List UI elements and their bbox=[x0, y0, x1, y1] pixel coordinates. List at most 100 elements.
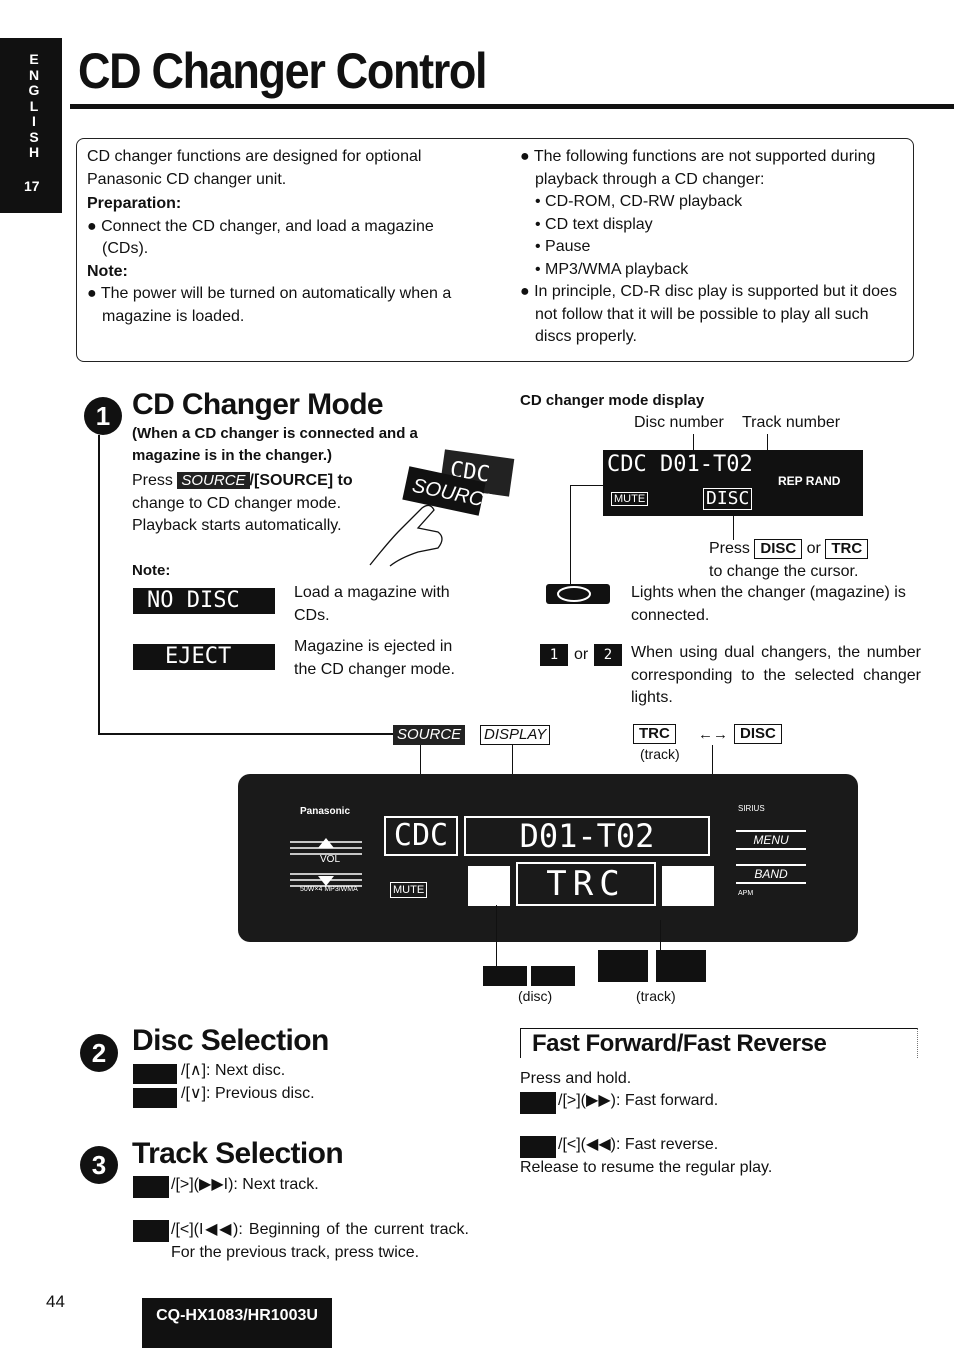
band-button[interactable]: BAND bbox=[736, 864, 806, 884]
section-subtitle: (When a CD changer is connected and a ma… bbox=[132, 425, 418, 464]
note-heading: Note: bbox=[87, 262, 128, 280]
unsupported-item: • MP3/WMA playback bbox=[535, 260, 689, 278]
lcd-cdc-segment: CDC bbox=[384, 816, 458, 856]
section1-body: Press SOURCE/[SOURCE] to change to CD ch… bbox=[132, 472, 353, 534]
unsupported-item: • CD-ROM, CD-RW playback bbox=[535, 193, 743, 210]
step-1-badge: 1 bbox=[84, 397, 122, 435]
connector-line bbox=[98, 733, 398, 735]
fast-forward-text: /[>](▶▶): Fast forward. bbox=[558, 1092, 719, 1109]
disc-up-button[interactable] bbox=[468, 866, 510, 906]
release-text: Release to resume the regular play. bbox=[520, 1159, 773, 1176]
section-title: CD Changer Mode bbox=[132, 388, 384, 421]
track-back-icon bbox=[598, 950, 648, 982]
no-disc-display: NO DISC bbox=[133, 588, 275, 614]
toggle-arrow: ←→ bbox=[698, 726, 728, 743]
menu-button[interactable]: MENU bbox=[736, 830, 806, 850]
ffr-title: Fast Forward/Fast Reverse bbox=[532, 1030, 827, 1057]
track-back-icon bbox=[520, 1136, 556, 1158]
source-key: SOURCE bbox=[177, 472, 250, 489]
prev-disc-text: /[∨]: Previous disc. bbox=[181, 1085, 315, 1102]
disc-cursor: DISC bbox=[703, 488, 753, 510]
disc-up-icon bbox=[133, 1064, 177, 1084]
volume-buttons[interactable] bbox=[290, 834, 362, 894]
info-left: CD changer functions are designed for op… bbox=[87, 146, 471, 328]
vol-label: VOL bbox=[320, 854, 341, 865]
disc-up-icon bbox=[531, 966, 575, 986]
note-item: ● The power will be turned on automatica… bbox=[87, 285, 452, 325]
apm-label: APM bbox=[738, 890, 754, 897]
step-2-badge: 2 bbox=[80, 1034, 118, 1072]
info-box bbox=[76, 138, 914, 362]
disc-button[interactable]: DISC bbox=[734, 724, 782, 744]
pointer-line bbox=[693, 434, 694, 454]
mute-indicator: MUTE bbox=[611, 492, 649, 506]
dual-changer-text: When using dual changers, the number cor… bbox=[631, 644, 921, 706]
disc-down-button[interactable] bbox=[662, 866, 714, 906]
mode-lcd-panel: CDC D01-T02 REP RAND MUTE DISC bbox=[603, 450, 863, 516]
display-button[interactable]: DISPLAY bbox=[480, 725, 551, 745]
pointer-line bbox=[570, 485, 604, 486]
lcd-main-text: CDC D01-T02 bbox=[607, 452, 753, 477]
hand-press-illustration: CDC SOURCE bbox=[369, 449, 515, 567]
next-track-text: /[>](▶▶I): Next track. bbox=[171, 1176, 319, 1193]
brand-logo: Panasonic bbox=[300, 806, 351, 817]
source-button[interactable]: SOURCE bbox=[393, 725, 466, 745]
pointer-line bbox=[733, 516, 734, 540]
disc-down-icon bbox=[483, 966, 527, 986]
unsupported-item: • Pause bbox=[535, 238, 591, 255]
preparation-heading: Preparation: bbox=[87, 195, 182, 212]
title-rule bbox=[70, 104, 954, 109]
ffr-header-frame bbox=[520, 1028, 918, 1058]
track-forward-icon bbox=[520, 1092, 556, 1114]
section-number: 17 bbox=[24, 178, 40, 194]
disc-key: DISC bbox=[754, 539, 803, 559]
disc-down-icon bbox=[133, 1088, 177, 1108]
press-hold-text: Press and hold. bbox=[520, 1070, 632, 1087]
connector-line bbox=[98, 435, 100, 735]
prev-track-text: /[<](I◀◀): Beginning of the current trac… bbox=[171, 1221, 469, 1261]
eject-display: EJECT bbox=[133, 644, 275, 670]
model-number: CQ-HX1083/HR1003U bbox=[142, 1298, 332, 1348]
lcd-trc-segment: TRC bbox=[516, 862, 656, 906]
or-text: or bbox=[574, 646, 589, 663]
info-right: ● The following functions are not suppor… bbox=[520, 146, 904, 349]
mode-display-heading: CD changer mode display bbox=[520, 392, 705, 409]
intro-text: CD changer functions are designed for op… bbox=[87, 148, 422, 188]
preparation-item: ● Connect the CD changer, and load a mag… bbox=[87, 217, 434, 258]
disc-caption: (disc) bbox=[518, 988, 553, 1004]
trc-key: TRC bbox=[825, 539, 869, 559]
radio-faceplate: Panasonic VOL 50W×4 MP3/WMA CDC D01-T02 … bbox=[238, 774, 858, 942]
pointer-line bbox=[660, 920, 661, 950]
trc-button[interactable]: TRC bbox=[633, 724, 676, 744]
cdr-note: ● In principle, CD-R disc play is suppor… bbox=[520, 283, 897, 345]
unsupported-heading: ● The following functions are not suppor… bbox=[520, 148, 876, 188]
changer-1-icon: 1 bbox=[540, 644, 568, 666]
note-heading: Note: bbox=[132, 562, 171, 579]
section-title: Track Selection bbox=[132, 1137, 344, 1170]
step-3-badge: 3 bbox=[80, 1146, 118, 1184]
track-forward-icon bbox=[133, 1176, 169, 1198]
pointer-line bbox=[767, 434, 768, 454]
eject-text: Magazine is ejected in the CD changer mo… bbox=[294, 638, 455, 678]
track-forward-icon bbox=[656, 950, 706, 982]
pointer-line bbox=[570, 485, 571, 585]
no-disc-text: Load a magazine with CDs. bbox=[294, 584, 450, 624]
rep-rand-label: REP RAND bbox=[778, 474, 841, 488]
cursor-instruction: Press DISC or TRC to change the cursor. bbox=[709, 538, 919, 583]
changer-2-icon: 2 bbox=[594, 644, 622, 666]
sirius-logo: SIRIUS bbox=[738, 804, 765, 813]
pointer-line bbox=[496, 905, 497, 967]
changer-indicator-icon bbox=[546, 584, 610, 604]
section-title: Disc Selection bbox=[132, 1024, 329, 1057]
track-number-label: Track number bbox=[742, 414, 841, 431]
page-number: 44 bbox=[46, 1292, 65, 1311]
track-caption: (track) bbox=[636, 988, 676, 1004]
track-caption: (track) bbox=[640, 746, 680, 762]
fast-reverse-text: /[<](◀◀): Fast reverse. bbox=[558, 1136, 719, 1153]
spec-label: 50W×4 MP3/WMA bbox=[300, 886, 358, 893]
lcd-main-segment: D01-T02 bbox=[464, 816, 710, 856]
next-disc-text: /[∧]: Next disc. bbox=[181, 1062, 286, 1079]
track-back-icon bbox=[133, 1220, 169, 1242]
